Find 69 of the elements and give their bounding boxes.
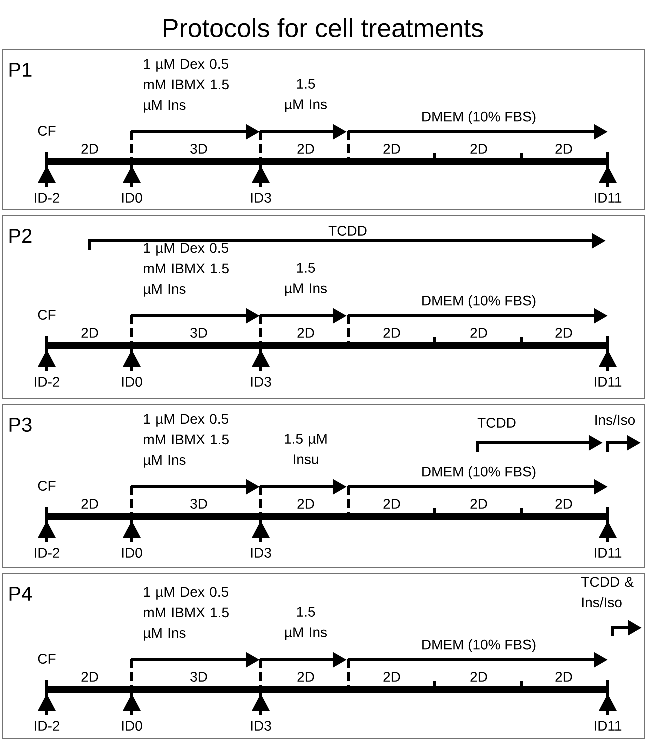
protocol-panel (2, 573, 646, 740)
duration-label: 2D (298, 672, 314, 682)
duration-label: 2D (384, 499, 400, 509)
day-label: ID-2 (35, 721, 60, 731)
day-label: ID3 (251, 548, 272, 558)
duration-label: 2D (470, 499, 488, 509)
panel-label: P4 (10, 587, 32, 601)
day-label: ID-2 (35, 193, 60, 203)
treatment-label: 1 µM Dex 0.5 mM IBMX 1.5 µM Ins (144, 587, 229, 641)
duration-label: 2D (298, 499, 314, 509)
day-label: ID3 (251, 193, 272, 203)
cell-label: CF (38, 481, 56, 491)
day-label: ID0 (122, 548, 142, 558)
duration-label: 3D (190, 328, 208, 338)
treatment-label: 1.5 µM Ins (285, 607, 328, 640)
day-label: ID3 (251, 721, 272, 731)
medium-label: DMEM (10% FBS) (422, 639, 536, 653)
day-label: ID0 (122, 193, 142, 203)
treatment-label: Ins/Iso (596, 414, 636, 426)
duration-label: 2D (470, 328, 488, 338)
panel-label: P3 (10, 418, 32, 432)
protocol-panel (2, 404, 646, 568)
day-label: ID0 (122, 377, 142, 387)
day-label: ID3 (251, 377, 272, 387)
cell-label: CF (38, 654, 56, 664)
duration-label: 3D (190, 144, 208, 154)
duration-label: 2D (82, 672, 98, 682)
duration-label: 2D (82, 144, 98, 154)
duration-label: 2D (82, 328, 98, 338)
day-label: ID11 (595, 548, 622, 558)
protocol-panel (2, 49, 646, 210)
treatment-label: TCDD & Ins/Iso (582, 577, 634, 608)
duration-label: 2D (556, 672, 572, 682)
duration-label: 3D (190, 672, 208, 682)
panel-label: P2 (10, 229, 32, 243)
duration-label: 2D (384, 144, 400, 154)
day-label: ID11 (595, 193, 622, 203)
duration-label: 2D (470, 672, 488, 682)
medium-label: DMEM (10% FBS) (422, 295, 536, 309)
day-label: ID11 (595, 377, 622, 387)
treatment-label: 1.5 µM Ins (285, 79, 328, 112)
treatment-label: 1 µM Dex 0.5 mM IBMX 1.5 µM Ins (144, 243, 229, 297)
duration-label: 3D (190, 499, 208, 509)
day-label: ID11 (595, 721, 622, 731)
duration-label: 2D (556, 499, 572, 509)
protocol-panel (2, 215, 646, 400)
duration-label: 2D (384, 328, 400, 338)
duration-label: 2D (82, 499, 98, 509)
duration-label: 2D (384, 672, 400, 682)
duration-label: 2D (470, 144, 488, 154)
title: Protocols for cell treatments (164, 18, 484, 38)
duration-label: 2D (556, 328, 572, 338)
treatment-label: 1.5 µM Insu (285, 434, 327, 464)
medium-label: DMEM (10% FBS) (422, 111, 536, 125)
medium-label: DMEM (10% FBS) (422, 466, 536, 480)
cell-label: CF (38, 310, 56, 320)
treatment-label: 1.5 µM Ins (285, 263, 328, 296)
duration-label: 2D (556, 144, 572, 154)
treatment-label: TCDD (478, 418, 516, 428)
panel-label: P1 (10, 63, 32, 77)
day-label: ID-2 (35, 377, 60, 387)
duration-label: 2D (298, 328, 314, 338)
duration-label: 2D (298, 144, 314, 154)
cell-label: CF (38, 126, 56, 136)
day-label: ID0 (122, 721, 142, 731)
treatment-label: 1 µM Dex 0.5 mM IBMX 1.5 µM Ins (144, 59, 229, 113)
day-label: ID-2 (35, 548, 60, 558)
treatment-label: 1 µM Dex 0.5 mM IBMX 1.5 µM Ins (144, 414, 229, 468)
treatment-label: TCDD (328, 226, 367, 236)
